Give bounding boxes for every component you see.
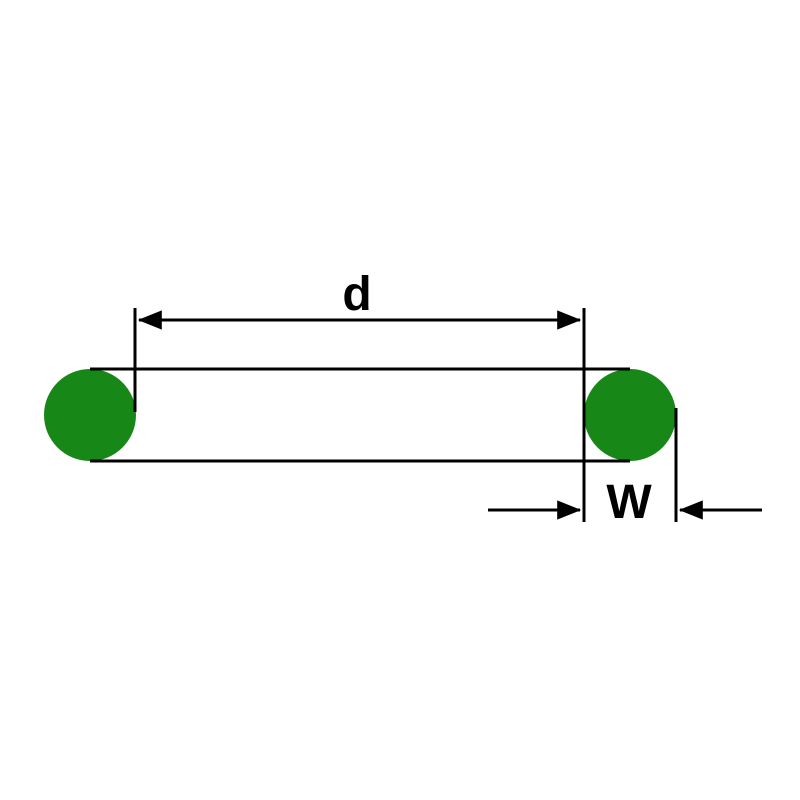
oring-cross-section-left [44,369,136,461]
oring-cross-section-right [584,369,676,461]
width-label: W [606,476,652,529]
inner-diameter-label: d [342,268,371,321]
